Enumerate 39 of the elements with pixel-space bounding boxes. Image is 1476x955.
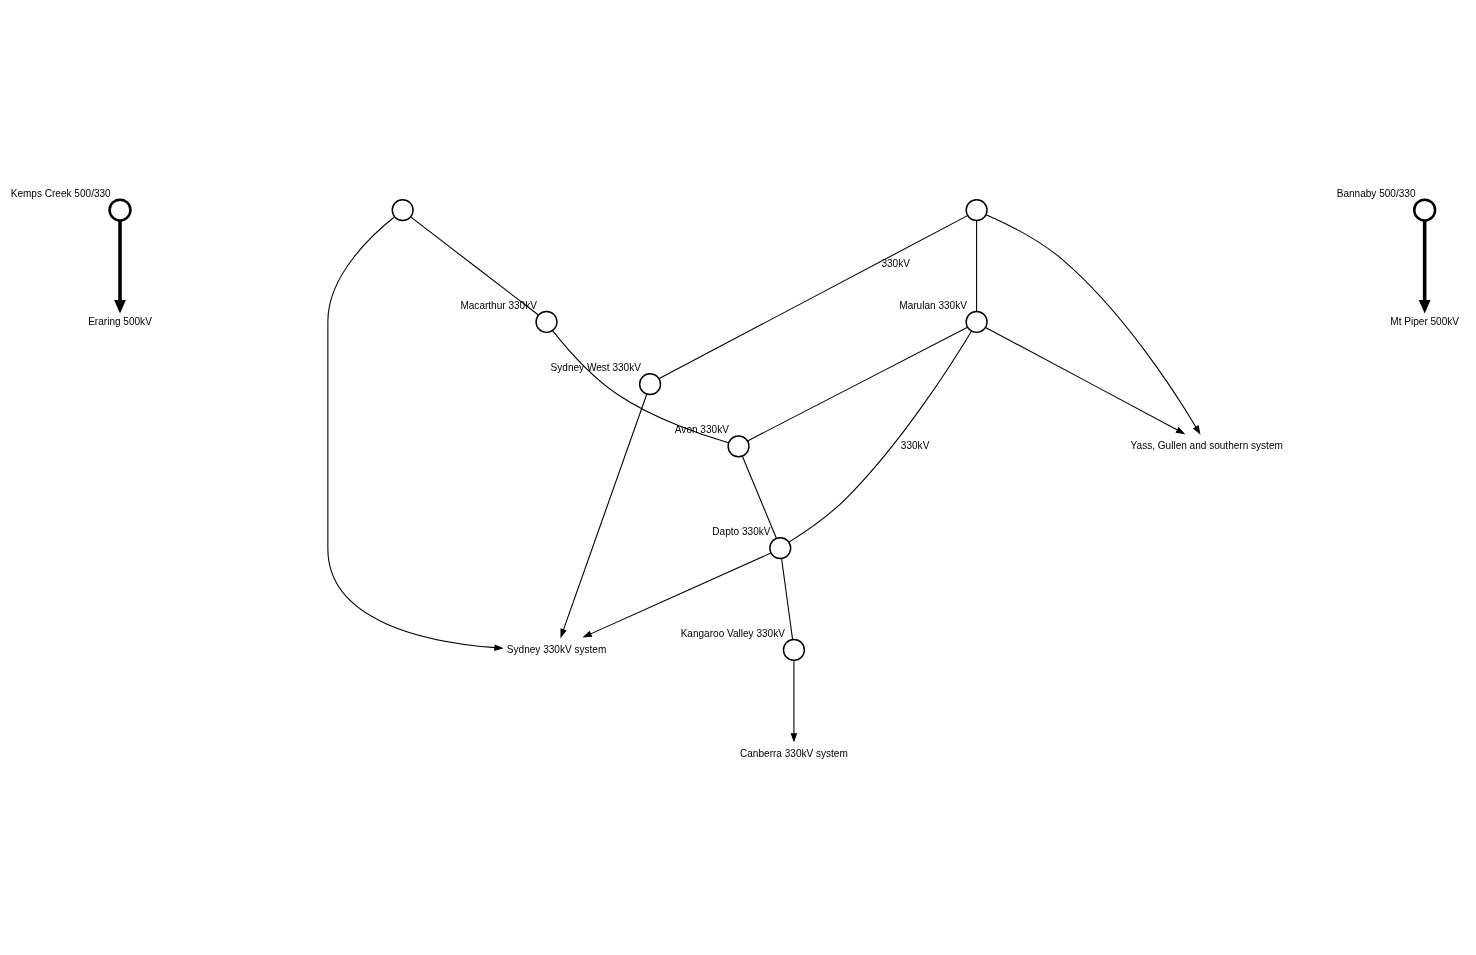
connector: [781, 557, 794, 640]
node-label: Sydney West 330kV: [550, 361, 641, 373]
connector: [552, 329, 730, 443]
node-circle: [535, 310, 558, 333]
node-label: Kangaroo Valley 330kV: [680, 627, 785, 639]
node-label: Kemps Creek 500/330: [10, 187, 111, 199]
connector: [976, 219, 978, 312]
connector: [747, 326, 969, 441]
node-text: Eraring 500kV: [88, 315, 152, 327]
arrow: [790, 659, 798, 743]
connector: [410, 215, 539, 316]
node-label: Marulan 330kV: [899, 299, 967, 311]
arrow: [560, 393, 648, 638]
node-text: Canberra 330kV system: [740, 747, 848, 759]
arrow: [985, 213, 1201, 435]
node-circle: [965, 198, 988, 221]
arrow: [582, 552, 772, 638]
node-text: Yass, Gullen and southern system: [1130, 439, 1283, 451]
node-circle: [391, 198, 414, 221]
connector: [658, 214, 969, 379]
connector: [741, 455, 777, 539]
node-label: Bannaby 500/330: [1336, 187, 1416, 199]
arrow: [1418, 220, 1431, 313]
node-circle: [965, 310, 988, 333]
arrow: [327, 215, 504, 651]
node-circle: [1413, 197, 1437, 222]
edge-label: 330kV: [900, 439, 930, 451]
node-text: Mt Piper 500kV: [1390, 315, 1460, 327]
arrow: [985, 326, 1186, 434]
edge-label: 330kV: [881, 257, 910, 269]
node-circle: [638, 372, 662, 395]
arrow: [114, 220, 126, 313]
node-circle: [782, 638, 806, 661]
node-circle: [727, 434, 750, 457]
node-circle: [108, 197, 132, 222]
connector: [788, 330, 973, 543]
node-circle: [769, 536, 792, 559]
node-label: Dapto 330kV: [712, 525, 771, 537]
node-text: Sydney 330kV system: [506, 643, 607, 655]
